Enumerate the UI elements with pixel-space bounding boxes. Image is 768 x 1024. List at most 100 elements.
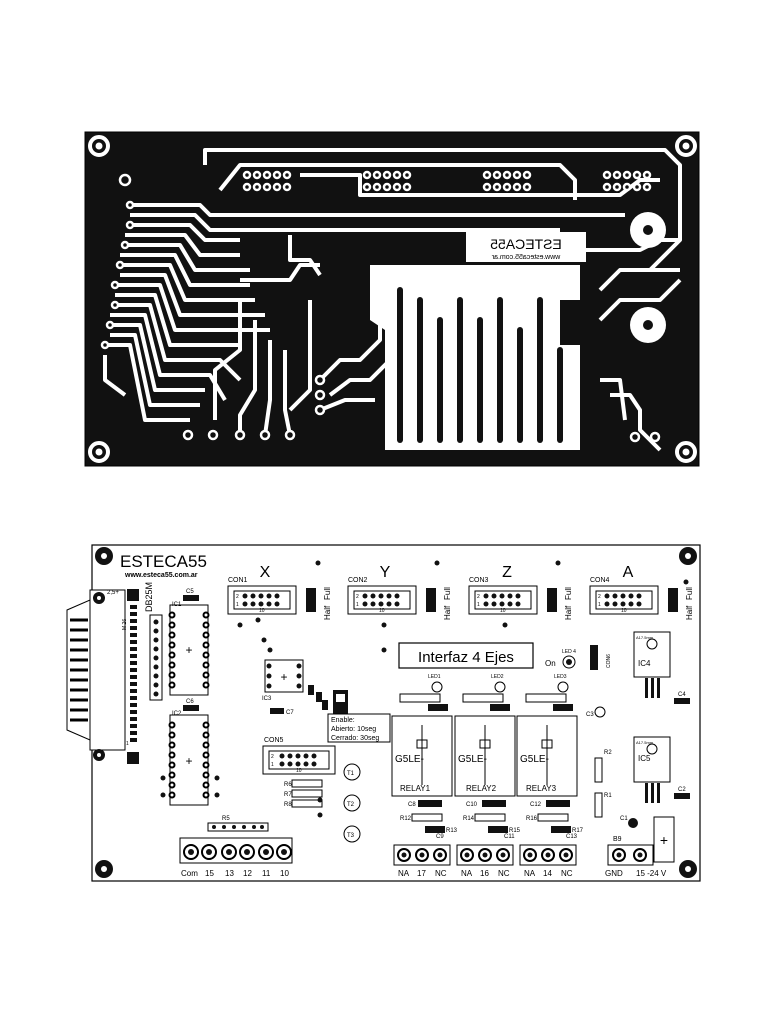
svg-text:C1: C1 (620, 816, 628, 822)
svg-text:R17: R17 (572, 828, 584, 834)
svg-text:14: 14 (543, 869, 552, 878)
ic2-label: IC2 (172, 711, 182, 717)
svg-text:NA: NA (524, 869, 536, 878)
svg-text:A17.5mm: A17.5mm (636, 740, 654, 745)
full-label-y: Full (443, 587, 452, 600)
c4-capacitor: C4 (674, 692, 690, 704)
axis-x-connector: X CON1 2 1 10 Half Full (227, 564, 332, 620)
resistors-r6-r8: R6 R7 R8 (284, 779, 323, 808)
silkscreen-layer: ESTECA55 www.esteca55.com.ar (66, 544, 701, 882)
copper-pour-slots (397, 287, 563, 443)
axis-x-label: X (260, 564, 271, 581)
on-label: On (545, 659, 556, 668)
copper-brand-label: ESTECA55 www.esteca55.com.ar (466, 232, 586, 262)
svg-text:2: 2 (236, 594, 239, 600)
electrolytic-capacitor: + (653, 816, 675, 863)
svg-text:1: 1 (598, 602, 601, 608)
c2-capacitor: C2 (674, 787, 690, 799)
relay-driver-parts: C8 C10 C12 R12 R14 R16 R13 R15 R17 C9 C1… (400, 800, 584, 840)
svg-text:1: 1 (356, 602, 359, 608)
svg-text:R6: R6 (284, 782, 292, 788)
resistors-r1-r2: R2 R1 (594, 750, 612, 818)
svg-text:2: 2 (598, 594, 601, 600)
svg-text:G5LE-: G5LE- (520, 754, 549, 765)
svg-text:C2: C2 (678, 787, 686, 793)
terminal-block-inputs: Com 15 13 12 11 10 (179, 837, 293, 878)
ic3-socket: + IC3 (262, 659, 304, 702)
svg-text:C8: C8 (408, 802, 416, 808)
axis-a-connector: A CON4 2 1 10 Half Full (589, 564, 694, 620)
copper-traces (103, 148, 682, 452)
relay-2: G5LE- RELAY2 (454, 715, 516, 797)
svg-text:C12: C12 (530, 802, 542, 808)
db-pin-top: 2,5+ (107, 590, 119, 596)
svg-text:C4: C4 (678, 692, 686, 698)
copper-website: www.esteca55.com.ar (491, 254, 561, 261)
svg-text:R12: R12 (400, 816, 412, 822)
svg-text:A17.5mm: A17.5mm (636, 635, 654, 640)
terminal-block-relay2: NA 16 NC (456, 844, 514, 878)
svg-text:16: 16 (480, 869, 489, 878)
svg-text:15: 15 (205, 869, 214, 878)
enable-note: Enable: Abierto: 10seg Cerrado: 30seg (327, 713, 391, 743)
svg-text:R5: R5 (222, 816, 230, 822)
axis-y-connector: Y CON2 2 1 10 Half Full (347, 564, 452, 620)
svg-text:GND: GND (605, 869, 623, 878)
c3-capacitor: C3 (586, 706, 606, 718)
svg-text:1: 1 (236, 602, 239, 608)
svg-text:1: 1 (477, 602, 480, 608)
silk-website: www.esteca55.com.ar (124, 572, 198, 579)
ic5-regulator: A17.5mm IC5 (633, 736, 671, 803)
svg-text:NA: NA (398, 869, 410, 878)
silk-brand: ESTECA55 (120, 552, 207, 571)
svg-text:R2: R2 (604, 750, 612, 756)
resistor-array-left (149, 614, 163, 701)
relay-leds: LED1 LED2 LED3 (399, 674, 573, 711)
svg-text:R8: R8 (284, 802, 292, 808)
con5-label: CON5 (264, 737, 284, 744)
silk-mounting-holes (95, 547, 697, 878)
half-label-y: Half (443, 605, 452, 620)
terminal-block-relay1: NA 17 NC (393, 844, 451, 878)
ic1-label: IC1 (172, 602, 182, 608)
svg-text:G5LE-: G5LE- (458, 754, 487, 765)
svg-text:C9: C9 (436, 834, 444, 840)
r5-array: R5 (207, 816, 269, 832)
relay-1: G5LE- RELAY1 (391, 715, 453, 797)
svg-text:R1: R1 (604, 793, 612, 799)
svg-text:12: 12 (243, 869, 252, 878)
ic4-label: IC4 (638, 659, 651, 668)
svg-text:R14: R14 (463, 816, 475, 822)
svg-text:11: 11 (262, 869, 271, 878)
svg-text:G5LE-: G5LE- (395, 754, 424, 765)
terminal-block-power: B9 GND 15 -24 V (605, 836, 667, 878)
terminal-block-relay3: NA 14 NC (519, 844, 577, 878)
power-led-group: On LED 4 CON6 (545, 645, 612, 670)
led4-label: LED 4 (562, 649, 576, 655)
con4-label: CON4 (590, 577, 610, 584)
svg-text:+: + (185, 643, 192, 657)
svg-text:NC: NC (498, 869, 510, 878)
svg-text:LED2: LED2 (491, 674, 504, 680)
db25m-label: DB25M (144, 582, 154, 612)
svg-text:LED1: LED1 (428, 674, 441, 680)
svg-text:NC: NC (435, 869, 447, 878)
c7-capacitor: C7 (270, 708, 294, 716)
svg-text:10: 10 (621, 608, 627, 614)
svg-text:+: + (185, 754, 192, 768)
svg-text:C11: C11 (504, 834, 515, 840)
transistors: T1 T2 T3 (343, 763, 361, 843)
svg-text:C6: C6 (186, 699, 194, 705)
svg-text:17: 17 (417, 869, 426, 878)
svg-text:10: 10 (379, 608, 385, 614)
svg-text:R7: R7 (284, 792, 292, 798)
svg-text:T3: T3 (347, 833, 355, 839)
svg-text:RELAY2: RELAY2 (466, 784, 497, 793)
svg-text:C10: C10 (466, 802, 478, 808)
svg-text:2: 2 (271, 754, 274, 760)
con3-label: CON3 (469, 577, 489, 584)
svg-text:+: + (280, 670, 287, 684)
half-label-a: Half (685, 605, 694, 620)
full-label-z: Full (564, 587, 573, 600)
